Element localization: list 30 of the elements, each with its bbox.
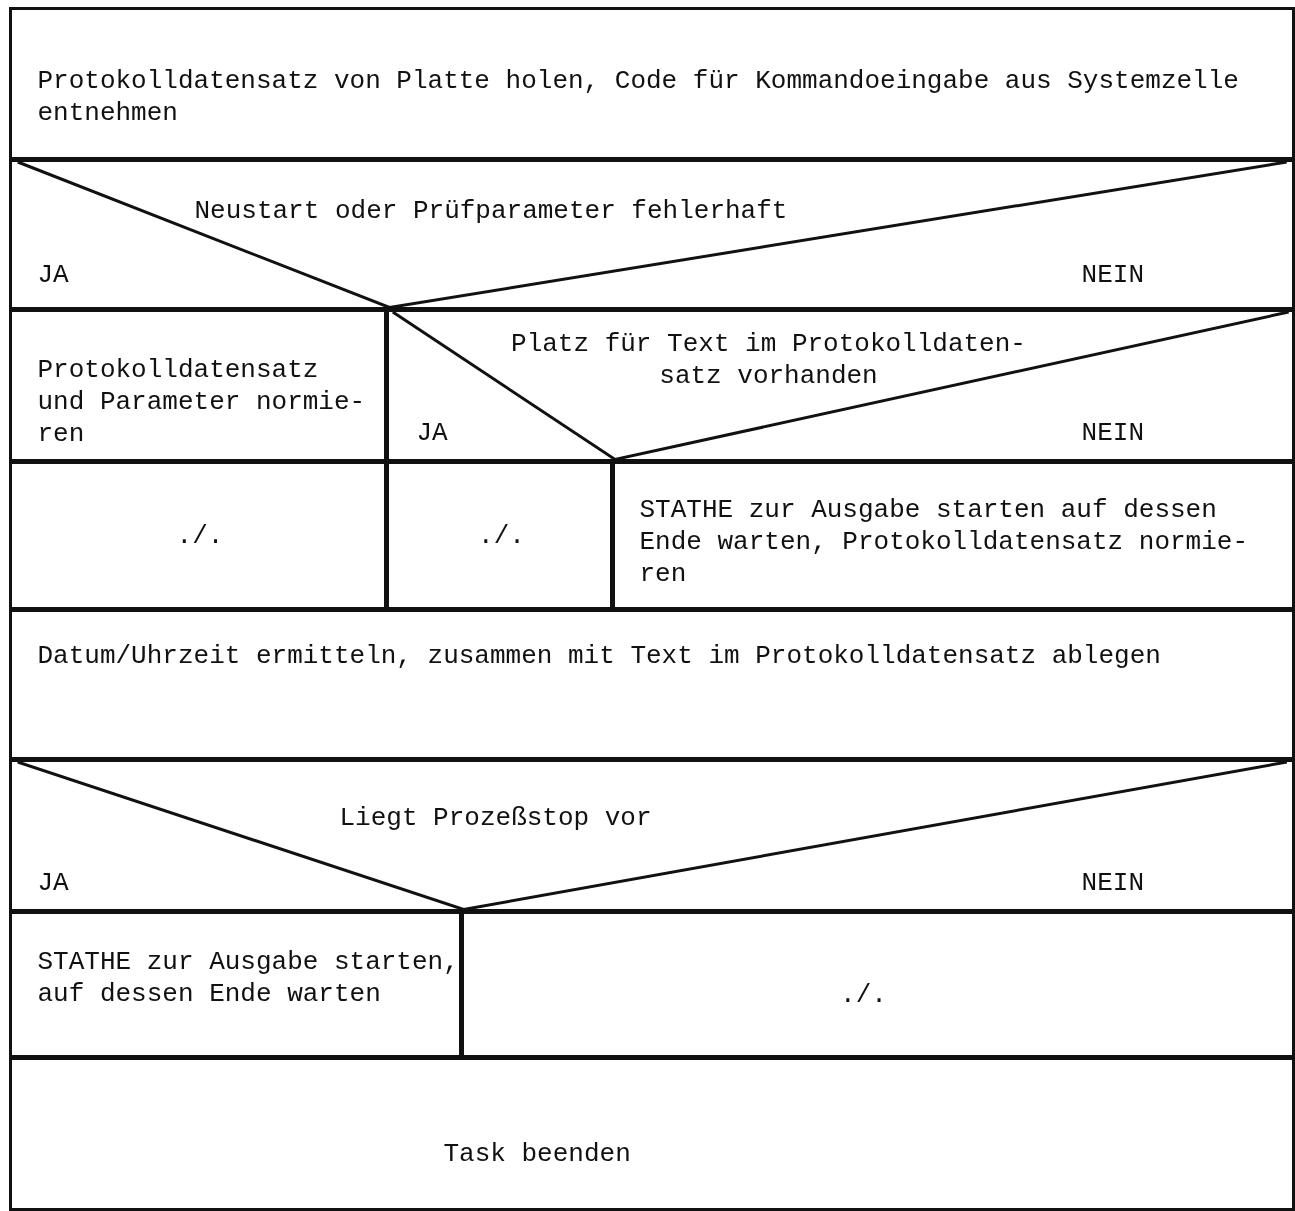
process-text: Task beenden (443, 1137, 632, 1170)
branch-label: NEIN (1081, 416, 1144, 449)
process-box (8, 1056, 1295, 1211)
condition-text: Neustart oder Prüfparameter fehlerhaft (194, 194, 788, 227)
process-text: ./. (839, 978, 888, 1011)
process-text: ./. (477, 519, 526, 552)
process-text: Protokolldatensatz von Platte holen, Code für Kommandoeingabe aus Systemzelle entnehmen (37, 64, 1240, 129)
process-box (8, 608, 1295, 760)
process-box (8, 6, 1295, 160)
decision-box (385, 308, 1295, 462)
process-box (8, 910, 462, 1058)
process-box (8, 308, 387, 462)
process-text: Datum/Uhrzeit ermitteln, zusammen mit Text im Protokolldatensatz ablegen (37, 639, 1162, 672)
process-box (8, 460, 387, 610)
process-box (611, 460, 1295, 610)
process-text: STATHE zur Ausgabe starten, auf dessen Ende warten (37, 945, 460, 1010)
process-text: Protokolldatensatz und Parameter normie- ren (37, 353, 367, 450)
branch-label: JA (37, 258, 69, 291)
decision-box (8, 158, 1295, 310)
condition-text: Platz für Text im Protokolldaten- satz vorhanden (510, 327, 1027, 392)
branch-label: JA (37, 866, 69, 899)
condition-text: Liegt Prozeßstop vor (339, 801, 652, 834)
process-box (385, 460, 613, 610)
branch-label: JA (416, 416, 448, 449)
branch-label: NEIN (1081, 866, 1144, 899)
process-text: STATHE zur Ausgabe starten auf dessen Ende warten, Protokolldatensatz normie- ren (639, 493, 1249, 590)
process-box (460, 910, 1295, 1058)
process-text: ./. (175, 519, 225, 552)
branch-label: NEIN (1081, 258, 1144, 291)
decision-box (8, 758, 1295, 912)
